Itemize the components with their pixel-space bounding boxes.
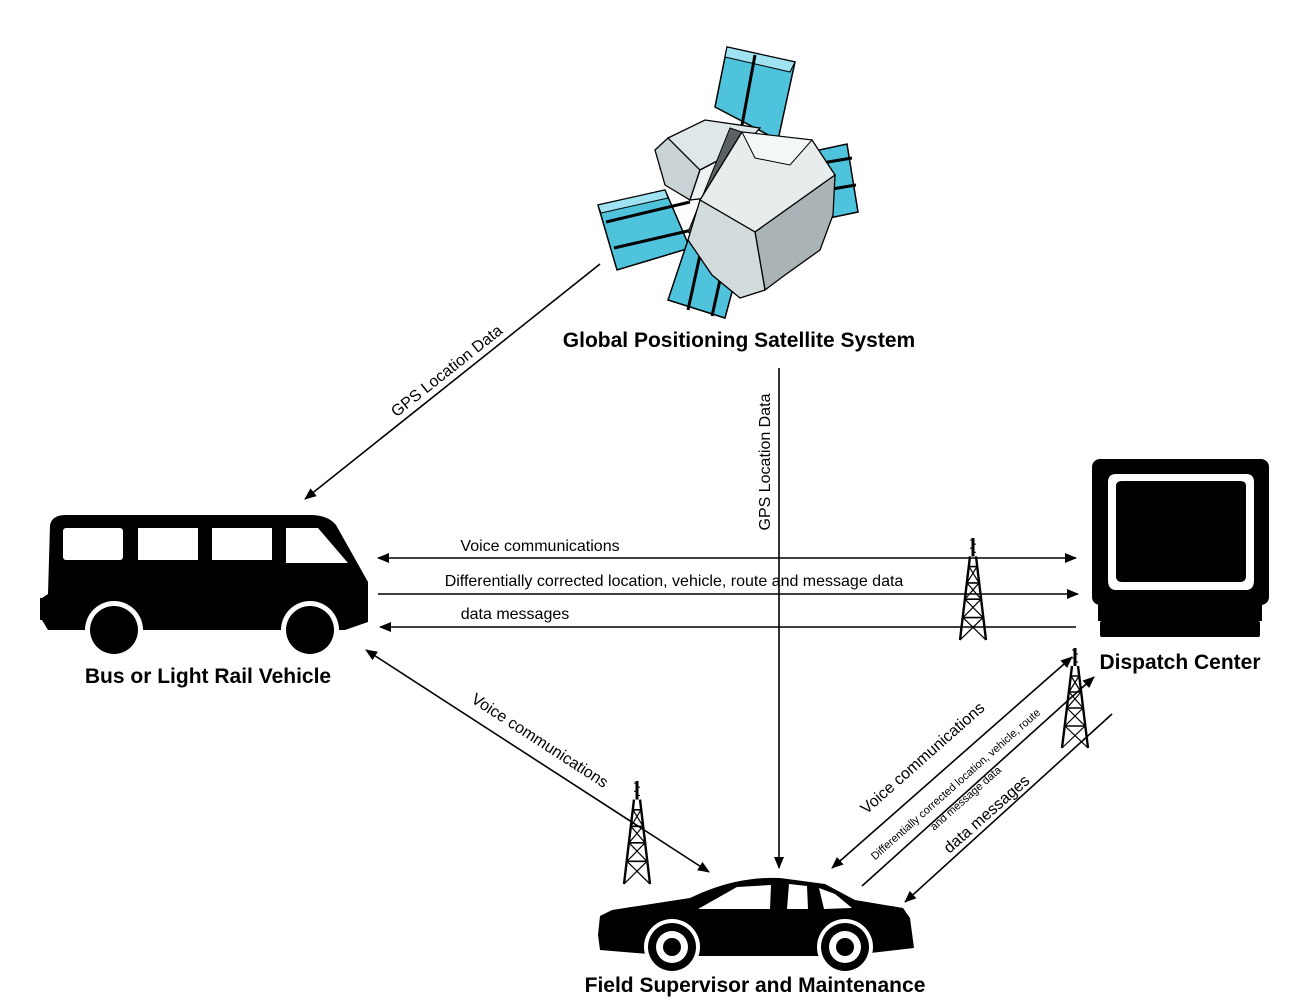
bus-to-dispatch-data-label: Differentially corrected location, vehic…	[445, 573, 904, 590]
gps-to-bus-arrow	[304, 263, 601, 500]
dispatch-to-field-messages-arrow	[904, 713, 1113, 903]
field-label: Field Supervisor and Maintenance	[585, 974, 926, 997]
monitor-icon	[1092, 459, 1269, 637]
field-to-dispatch-data-arrow	[861, 676, 1095, 887]
bus-icon	[40, 515, 368, 659]
bus-dispatch-voice-label: Voice communications	[460, 538, 619, 555]
dispatch-to-bus-messages-label: data messages	[461, 606, 570, 623]
satellite-icon	[597, 46, 859, 319]
bus-label: Bus or Light Rail Vehicle	[85, 665, 331, 688]
car-icon	[598, 877, 914, 975]
bus-field-voice-arrow	[365, 649, 710, 873]
dispatch-label: Dispatch Center	[1099, 651, 1260, 674]
field-dispatch-voice-arrow	[831, 656, 1073, 869]
satellite-label: Global Positioning Satellite System	[563, 329, 915, 352]
radio-tower-icon	[622, 779, 652, 886]
gps-to-field-label: GPS Location Data	[757, 393, 774, 530]
bus-field-voice-label: Voice communications	[468, 691, 611, 792]
gps-to-bus-label: GPS Location Data	[388, 322, 506, 421]
radio-tower-icon	[958, 536, 988, 642]
